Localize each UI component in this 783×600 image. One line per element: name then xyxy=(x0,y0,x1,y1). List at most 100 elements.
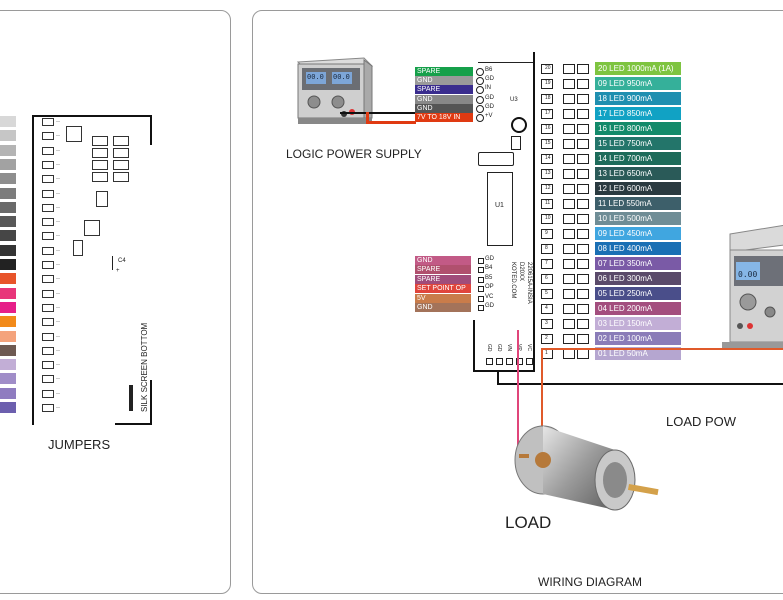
led-terminal-box-a xyxy=(541,154,553,164)
led-terminal-number: 12 xyxy=(545,185,551,191)
logic-power-supply xyxy=(292,52,374,130)
logic-pin-name: IN xyxy=(485,85,491,92)
led-terminal-number: 15 xyxy=(545,140,551,146)
led-terminal-number: 13 xyxy=(545,170,551,176)
logic-pin-label: SPARE xyxy=(415,67,473,76)
jumper-color-strip xyxy=(0,187,16,199)
jumper-box-mark: — xyxy=(56,289,60,295)
led-terminal-number: 11 xyxy=(545,200,551,206)
led-terminal-row: 3 xyxy=(541,319,593,330)
logic-pin-ring xyxy=(476,104,484,113)
jumper-box-mark: — xyxy=(56,318,60,324)
component-r8 xyxy=(92,172,108,182)
jumper-color-strip xyxy=(0,316,16,328)
led-terminal-box-c xyxy=(577,64,589,74)
jumper-box-mark: — xyxy=(56,389,60,395)
component-small xyxy=(511,136,521,150)
led-terminal-number: 17 xyxy=(545,110,551,116)
led-terminal-number: 8 xyxy=(545,245,548,251)
jumper-box xyxy=(42,175,54,184)
jumper-box-mark: — xyxy=(56,346,60,352)
jumper-box-mark: — xyxy=(56,232,60,238)
bottom-pin-name: VP xyxy=(516,344,522,351)
jumper-color-strip xyxy=(0,359,16,371)
logic-pin-label: 7V TO 18V IN xyxy=(415,113,473,122)
logic-wire-red-horizontal xyxy=(366,121,416,124)
led-terminal-box-a xyxy=(541,79,553,89)
led-terminal-number: 20 xyxy=(545,65,551,71)
logic-pin-ring xyxy=(476,86,484,95)
led-terminal-box-a xyxy=(541,94,553,104)
board-outline-right xyxy=(533,52,535,372)
led-terminal-box-c xyxy=(577,259,589,269)
led-terminal-row: 4 xyxy=(541,304,593,315)
jumper-outline-bottom xyxy=(115,423,152,425)
jumper-box xyxy=(42,318,54,327)
bottom-pin-square xyxy=(496,358,503,365)
led-label: 17 LED 850mA xyxy=(595,107,681,120)
jumper-color-strip xyxy=(0,244,16,256)
led-terminal-box-a xyxy=(541,139,553,149)
jumper-color-strip xyxy=(0,116,16,127)
bottom-pin-name: GD xyxy=(486,344,492,352)
led-label: 13 LED 650mA xyxy=(595,167,681,180)
led-terminal-box-c xyxy=(577,319,589,329)
led-terminal-box-a xyxy=(541,229,553,239)
board-outline-left xyxy=(473,320,475,372)
led-terminal-box-b xyxy=(563,124,575,134)
jumper-color-strip xyxy=(0,201,16,213)
logic-pin-ring xyxy=(476,114,484,122)
led-terminal-box-c xyxy=(577,244,589,254)
jumper-box-mark: — xyxy=(56,404,60,409)
led-terminal-row: 7 xyxy=(541,259,593,270)
led-terminal-number: 16 xyxy=(545,125,551,131)
bottom-pin-square xyxy=(486,358,493,365)
led-terminal-number: 7 xyxy=(545,260,548,266)
led-terminal-box-a xyxy=(541,334,553,344)
led-terminal-row: 8 xyxy=(541,244,593,255)
led-terminal-row: 11 xyxy=(541,199,593,210)
led-terminal-box-b xyxy=(563,229,575,239)
bottom-pin-square xyxy=(506,358,513,365)
jumper-color-strip xyxy=(0,259,16,270)
led-terminal-box-b xyxy=(563,79,575,89)
bottom-pin-name: GD xyxy=(496,344,502,352)
bottom-pin-name: VC xyxy=(526,344,532,351)
control-pin-label: GND xyxy=(415,256,471,265)
led-terminal-box-c xyxy=(577,229,589,239)
logic-pin-name: GD xyxy=(485,76,494,83)
control-pin-label: GND xyxy=(415,303,471,312)
component-diode xyxy=(478,152,514,166)
jumper-box xyxy=(42,289,54,298)
led-terminal-box-c xyxy=(577,349,589,359)
component-r11 xyxy=(84,220,100,236)
led-terminal-box-b xyxy=(563,319,575,329)
led-terminal-number: 6 xyxy=(545,275,548,281)
led-terminal-number: 14 xyxy=(545,155,551,161)
led-terminal-row: 14 xyxy=(541,154,593,165)
chip-u1 xyxy=(487,172,513,246)
logic-wire-red-vertical xyxy=(366,112,369,122)
jumpers-panel xyxy=(0,10,231,594)
led-terminal-box-b xyxy=(563,289,575,299)
led-terminal-box-b xyxy=(563,169,575,179)
control-pin-name: GD xyxy=(485,256,494,262)
led-label: 07 LED 350mA xyxy=(595,257,681,270)
control-pin-name: B4 xyxy=(485,265,493,272)
led-terminal-box-b xyxy=(563,244,575,254)
bottom-logo xyxy=(129,385,133,411)
led-terminal-row: 12 xyxy=(541,184,593,195)
logic-pin-name: +V xyxy=(485,113,493,119)
led-terminal-box-a xyxy=(541,199,553,209)
jumper-color-strip xyxy=(0,216,16,228)
jumper-color-strip xyxy=(0,344,16,356)
capacitor-c4-plus: + xyxy=(116,268,120,274)
jumpers-caption: JUMPERS xyxy=(48,437,111,452)
led-terminal-row: 19 xyxy=(541,79,593,90)
led-terminal-box-a xyxy=(541,304,553,314)
led-terminal-box-a xyxy=(541,64,553,74)
jumper-box-mark: — xyxy=(56,261,60,266)
load-power-wire-red-horizontal xyxy=(541,348,783,350)
capacitor-c4-label: C4 xyxy=(118,258,126,264)
jumper-box-mark: — xyxy=(56,118,60,123)
